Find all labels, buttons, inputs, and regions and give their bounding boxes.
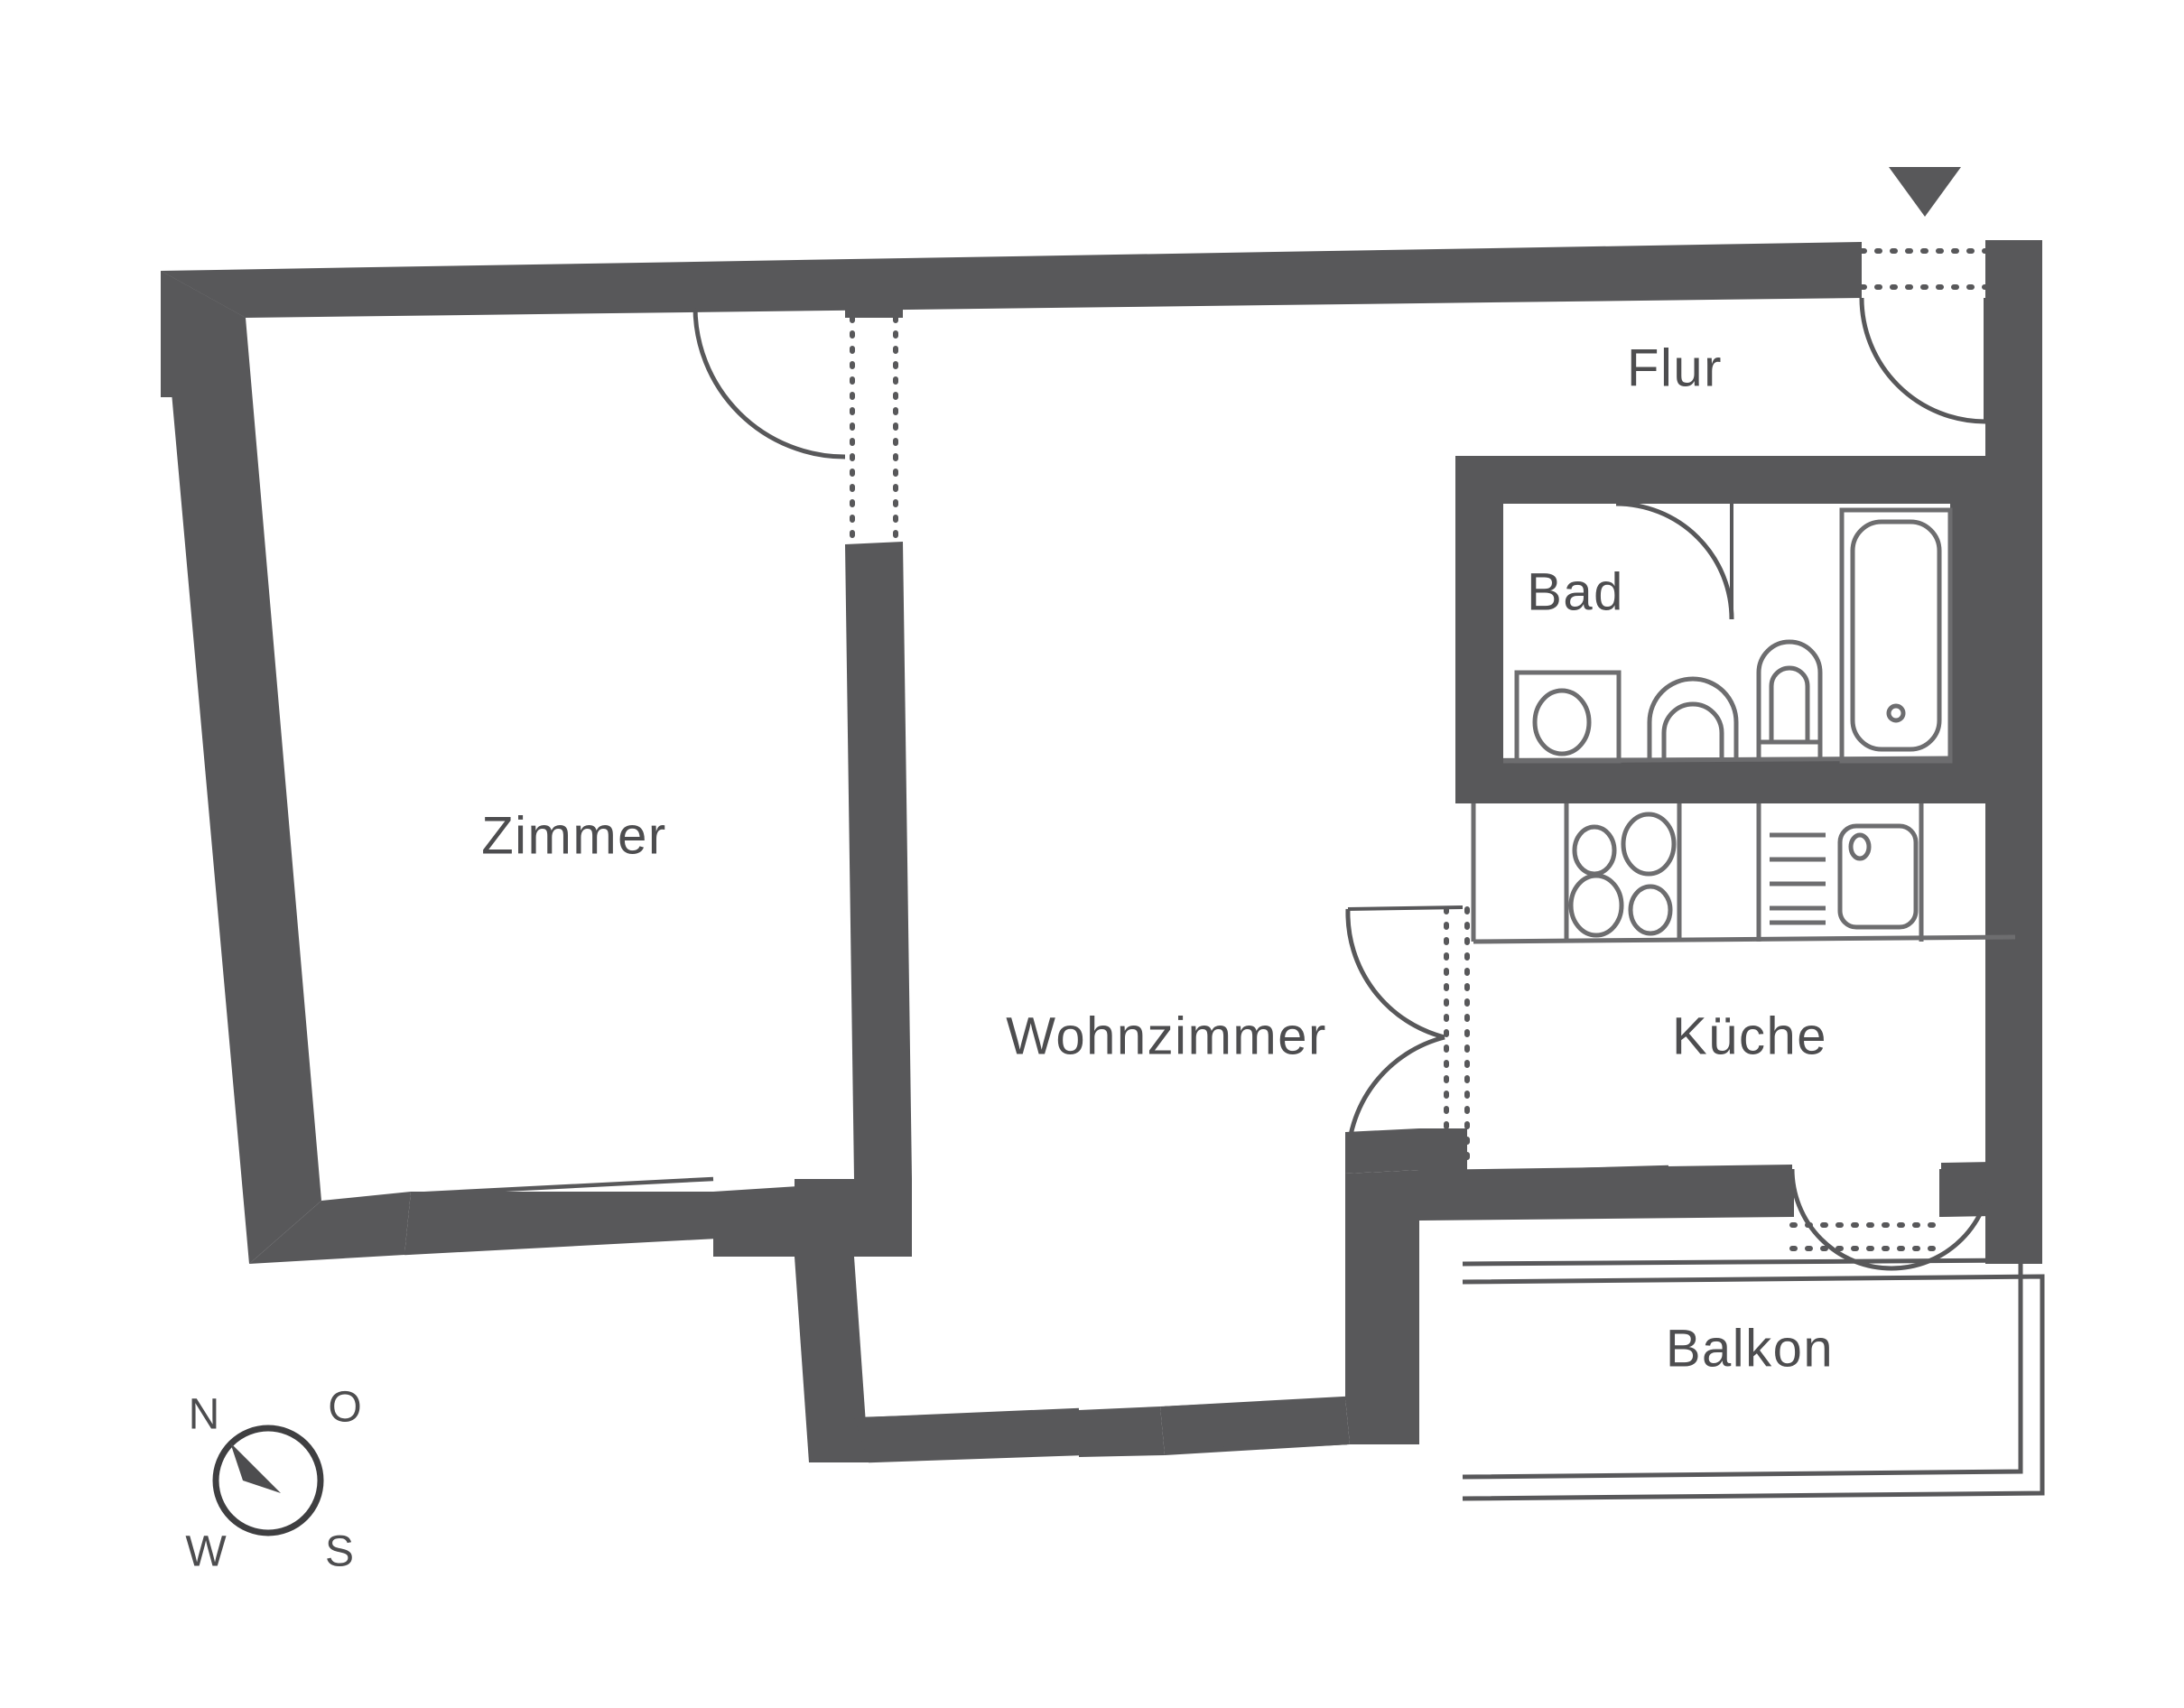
balkon-door-swing-right [1891,1168,1993,1271]
compass-label-east: O [328,1384,361,1432]
entry-arrow-icon [1889,167,1961,217]
stove-icon [1568,812,1677,938]
compass-ring [212,1425,324,1536]
wohnzimmer-kueche-door-head [1347,905,1464,911]
wall-wohnzimmer-left-stub [795,1179,912,1257]
wall-left-slanted [161,271,321,1264]
balkon-door[interactable] [1789,1168,1993,1271]
wohnzimmer-kueche-door-swing-lower [1345,1035,1445,1165]
compass-label-west: W [185,1528,227,1576]
room-label-bad: Bad [1527,562,1624,621]
wall-wohnzimmer-left [795,1257,869,1462]
kueche-window-pane-1 [1509,1165,1669,1174]
wall-wohnzimmer-bottom-right-sill [1160,1397,1350,1455]
bathtub-icon [1839,507,1953,764]
zimmer-door-leaf [694,302,846,309]
bidet-icon [1756,639,1823,761]
wall-wohnzimmer-right [1345,1170,1419,1397]
bad-fixtures [1502,507,1953,764]
zimmer-door-swing [692,306,846,459]
wall-kueche-left-stub [1419,1128,1467,1174]
kueche-counter-front [1473,934,2016,944]
wall-bad-right-stub [1950,722,2022,758]
kueche-fixtures [1471,803,2016,944]
toilet-icon [1647,676,1739,761]
wall-wohnzimmer-bottom-right-pier [1345,1394,1419,1444]
zimmer-window-pane-2 [404,1234,714,1256]
wohnzimmer-window-1-pane-1 [868,1407,1080,1422]
compass-needle-tail-icon [230,1443,281,1493]
wall-flur-bad [1455,456,1985,504]
compass-rose: N O W S [185,1384,361,1576]
wall-wohnzimmer-bottom-mid-pier [1079,1406,1165,1457]
room-label-flur: Flur [1627,339,1723,397]
room-label-zimmer: Zimmer [481,806,667,865]
wohnzimmer-kueche-door-swing-upper [1345,908,1445,1040]
balkon-railing [1462,1258,2045,1501]
wall-kueche-bottom-right [1941,1161,2042,1217]
entrance-door[interactable] [1859,167,1988,424]
room-label-wohnzimmer: Wohnzimmer [1006,1007,1327,1065]
wohnzimmer-window-2-pane-1 [1164,1396,1348,1411]
wall-bad-kueche [1455,757,2022,803]
balkon-railing-outer [1462,1274,2045,1501]
bad-door-swing [1615,501,1734,620]
zimmer-window [404,1176,714,1256]
kitchen-sink-icon [1770,823,1919,930]
wohnzimmer-window-2-pane-2 [1164,1440,1348,1454]
wall-zimmer-bottom-left [249,1192,411,1264]
room-label-balkon: Balkon [1666,1319,1834,1378]
balkon-door-swing-left [1789,1168,1892,1271]
compass-label-south: S [325,1528,354,1576]
kueche-window [1509,1165,1669,1220]
wall-bad-left [1455,456,1503,803]
wohnzimmer-window-2 [1164,1396,1348,1454]
wall-wohnzimmer-bottom-left-sill [854,1410,1079,1462]
wohnzimmer-kueche-door[interactable] [1345,905,1470,1167]
room-label-kueche: Küche [1672,1007,1827,1065]
wall-kueche-bottom [1419,1165,1792,1221]
wohnzimmer-window-1-pane-2 [868,1451,1080,1463]
wohnzimmer-window-1 [868,1407,1080,1463]
wall-wohnzimmer-right-top [1345,1128,1419,1174]
wall-right-bad-jog [1950,456,1985,722]
zimmer-door[interactable] [692,302,898,544]
bad-door[interactable] [1613,465,1734,620]
compass-label-north: N [189,1391,220,1439]
wall-zimmer-wohnzimmer-lower [845,542,912,1179]
washing-machine-icon [1514,670,1622,764]
wall-left-notch [161,271,246,397]
entrance-door-swing [1859,297,1986,424]
wall-group-interior [1419,456,2042,1221]
wall-top-main [161,242,1862,318]
balkon-railing-inner [1462,1258,2023,1480]
wall-zimmer-wohnzimmer-upper [845,287,903,318]
zimmer-window-pane-1 [410,1176,714,1197]
kueche-window-pane-2 [1509,1211,1669,1220]
